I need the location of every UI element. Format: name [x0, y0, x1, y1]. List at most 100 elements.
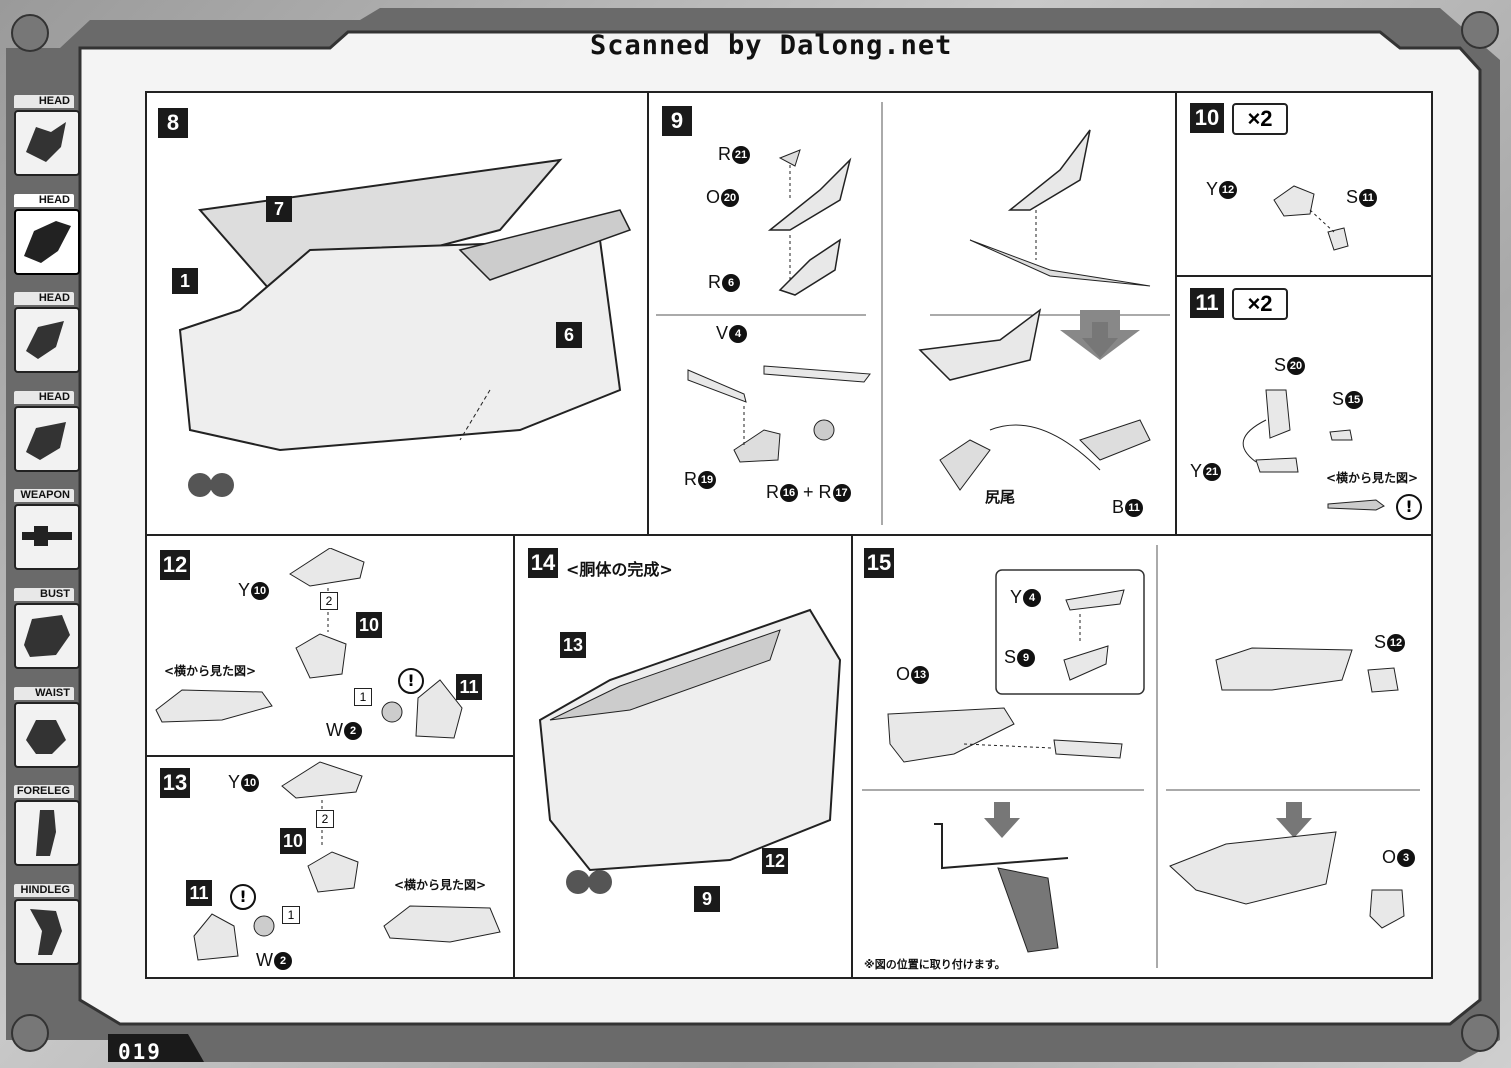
warning-icon: ! [398, 668, 424, 694]
bust-icon [14, 602, 80, 669]
sidebar-tab-foreleg[interactable]: FORELEG [6, 782, 80, 876]
step-9-top-parts [767, 149, 852, 296]
step-13-callout-10: 10 [280, 828, 306, 854]
step-12-callout-10: 10 [356, 612, 382, 638]
page-number: 019 [118, 1040, 162, 1064]
foreleg-icon [14, 800, 80, 867]
sidebar-tab-hindleg[interactable]: HINDLEG [6, 881, 80, 975]
step-15-attached-part [934, 823, 1069, 953]
step-9-tail-assembly [918, 129, 1151, 491]
step-15-right-part [1215, 647, 1399, 693]
side-view-part [1327, 499, 1385, 511]
sidebar-tab-label: HEAD [14, 95, 74, 108]
step-8-badge: 8 [158, 108, 188, 138]
hindleg-icon [14, 898, 80, 965]
step-13-box-2: 2 [316, 810, 334, 828]
placement-note: ※図の位置に取り付けます。 [864, 958, 1006, 971]
sidebar-tab-label: HEAD [14, 193, 74, 207]
step-10-parts [1273, 185, 1349, 251]
step-8-callout-1: 1 [172, 268, 198, 294]
down-arrow-icon [984, 802, 1020, 838]
step-15-body-part [887, 707, 1123, 763]
sidebar-tab-head-1[interactable]: HEAD [6, 92, 80, 186]
step-14-badge: 14 [528, 548, 558, 578]
down-arrow-icon [1276, 802, 1312, 838]
step-14-callout-9: 9 [694, 886, 720, 912]
sidebar-tab-label: HEAD [14, 390, 74, 404]
step-15-inset-parts [1063, 589, 1125, 681]
step-15-badge: 15 [864, 548, 894, 578]
step-13-parts [193, 761, 363, 961]
side-view-label: <横から見た図> [394, 878, 487, 892]
step-12-box-2: 2 [320, 592, 338, 610]
side-view-label: <横から見た図> [1326, 471, 1419, 485]
step-12-box-1: 1 [354, 688, 372, 706]
step-14-title: <胴体の完成> [566, 560, 673, 579]
lion-head-icon [14, 405, 80, 472]
step-15-final-part [1169, 831, 1405, 929]
step-9-badge: 9 [662, 106, 692, 136]
side-view-label: <横から見た図> [164, 664, 257, 678]
step-13-box-1: 1 [282, 906, 300, 924]
step-8-illustration [178, 158, 632, 497]
tail-label: 尻尾 [985, 488, 1016, 506]
step-13-callout-11: 11 [186, 880, 212, 906]
lion-head-icon [14, 110, 80, 176]
scan-credit: Scanned by Dalong.net [590, 30, 953, 61]
step-14-callout-12: 12 [762, 848, 788, 874]
step-8-callout-7: 7 [266, 196, 292, 222]
step-14-callout-13: 13 [560, 632, 586, 658]
sidebar-tab-label: HINDLEG [14, 883, 74, 897]
step-12-parts [289, 548, 463, 739]
step-11-multiplier: ×2 [1232, 288, 1288, 320]
side-view-part [155, 689, 273, 723]
sidebar-tab-label: FORELEG [14, 785, 74, 799]
sidebar-tab-bust[interactable]: BUST [6, 585, 80, 679]
sidebar-tab-head-3[interactable]: HEAD [6, 289, 80, 383]
sidebar: HEAD HEAD HEAD HEAD WEAPON [6, 92, 82, 979]
step-9-bottom-parts [687, 365, 871, 463]
step-13-badge: 13 [160, 768, 190, 798]
step-14-illustration [538, 608, 842, 894]
step-12-callout-11: 11 [456, 674, 482, 700]
step-11-badge: 11 [1190, 288, 1224, 318]
step-12-badge: 12 [160, 550, 190, 580]
sidebar-tab-head-2[interactable]: HEAD [6, 191, 80, 285]
sidebar-tab-head-4[interactable]: HEAD [6, 388, 80, 482]
sidebar-tab-waist[interactable]: WAIST [6, 684, 80, 778]
sidebar-tab-weapon[interactable]: WEAPON [6, 486, 80, 580]
sidebar-tab-label: WAIST [14, 686, 74, 700]
warning-icon: ! [1396, 494, 1422, 520]
weapon-icon [14, 504, 80, 571]
step-10-multiplier: ×2 [1232, 103, 1288, 135]
step-11-parts [1242, 389, 1353, 473]
warning-icon: ! [230, 884, 256, 910]
step-10-badge: 10 [1190, 103, 1224, 133]
sidebar-tab-label: HEAD [14, 292, 74, 306]
down-arrow-icon [1082, 322, 1118, 358]
step-8-callout-6: 6 [556, 322, 582, 348]
sidebar-tab-label: BUST [14, 587, 74, 601]
sidebar-tab-label: WEAPON [14, 489, 74, 503]
